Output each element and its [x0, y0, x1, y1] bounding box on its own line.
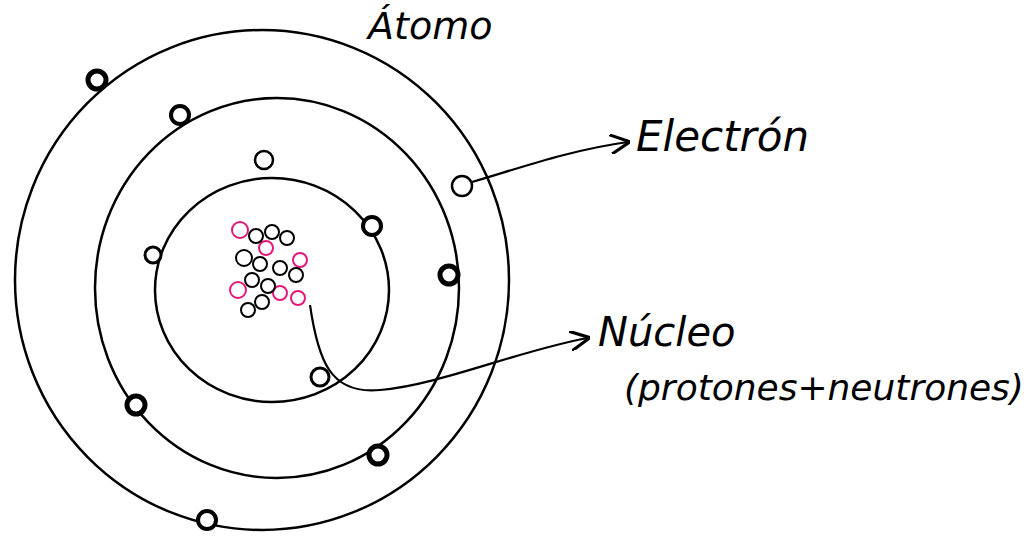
electrons	[88, 71, 472, 529]
electron-leader	[472, 142, 628, 182]
inner-orbit	[155, 178, 389, 402]
label: Núcleo	[598, 310, 735, 354]
nucleus	[230, 222, 307, 317]
label: (protones+neutrones)	[624, 368, 1024, 408]
outer-orbit	[15, 30, 509, 530]
title: Átomo	[368, 6, 492, 48]
label: Electrón	[636, 114, 809, 160]
middle-orbit	[95, 98, 459, 478]
nucleus-leader	[310, 305, 588, 390]
